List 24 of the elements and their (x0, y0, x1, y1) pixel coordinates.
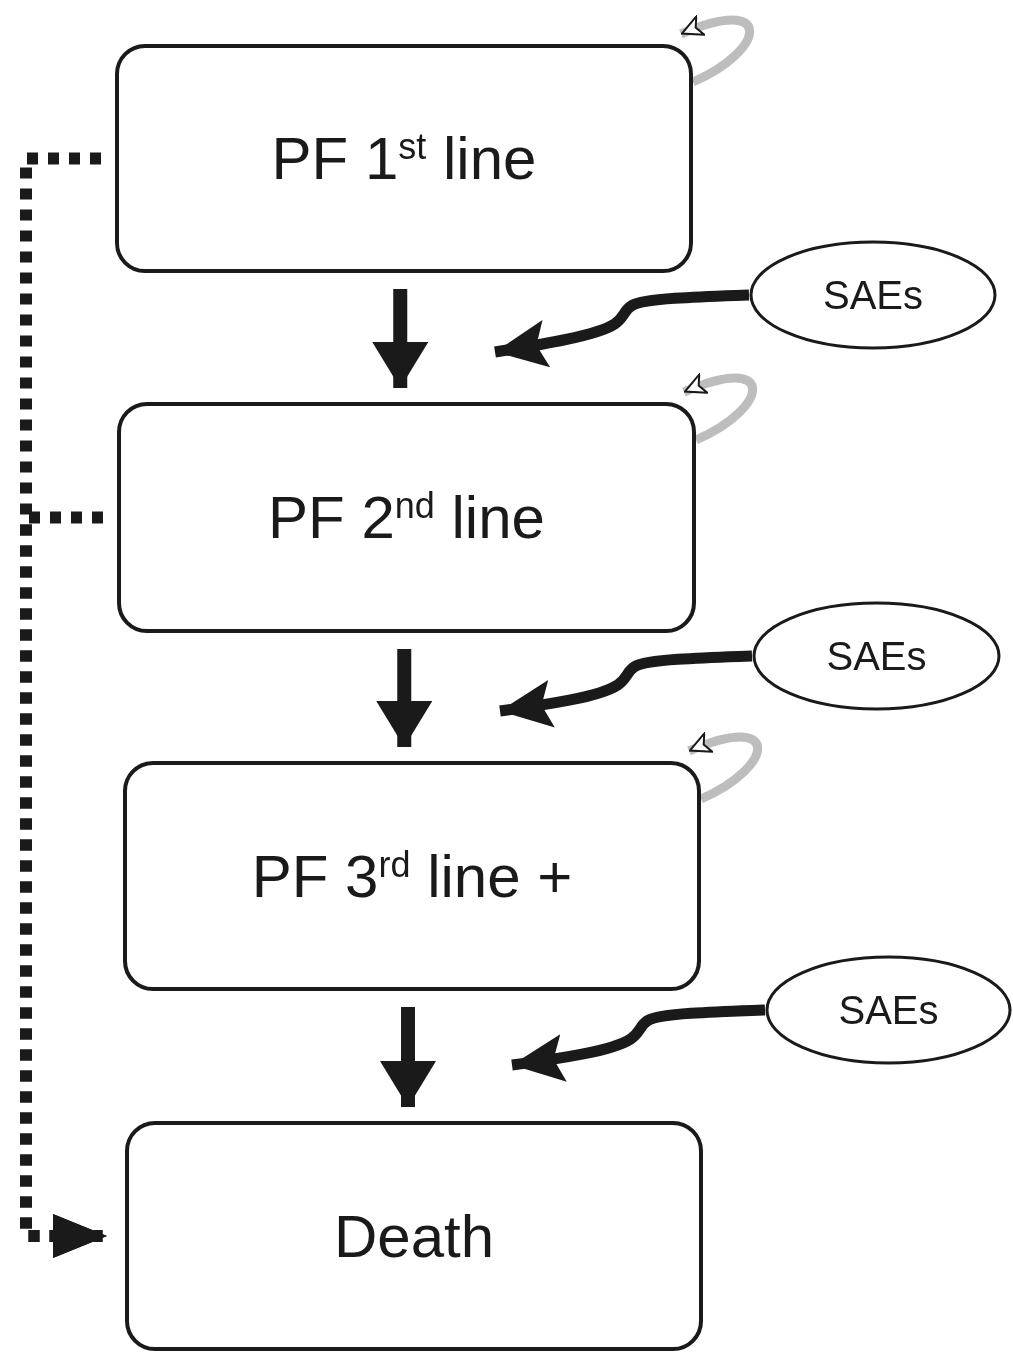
arrow (376, 649, 433, 747)
self-loop-arrow (687, 732, 762, 804)
arrow (372, 289, 429, 388)
process-box (125, 1121, 703, 1351)
node-label: PF 3$^{rd}$ line + (251, 841, 573, 911)
process-box (123, 761, 701, 991)
arrow (380, 1007, 436, 1107)
process-box (117, 402, 696, 633)
node-label: SAEs (822, 272, 923, 318)
self-loop-arrow (679, 15, 754, 87)
process-box (115, 44, 693, 273)
curved-arrow (511, 1004, 766, 1082)
curved-arrow (494, 289, 750, 368)
node-label: PF 1$^{st}$ line (271, 124, 537, 193)
node-label: SAEs (838, 987, 939, 1033)
self-loop-arrow (682, 373, 757, 445)
node-label: PF 2$^{nd}$ line (268, 483, 545, 552)
curved-arrow (499, 650, 753, 728)
node-label: Death (333, 1201, 495, 1271)
dotted-arrow (20, 511, 107, 1258)
ellipse-node (749, 240, 997, 350)
node-label: SAEs (826, 633, 927, 679)
ellipse-node (765, 955, 1012, 1065)
ellipse-node (752, 601, 1001, 711)
